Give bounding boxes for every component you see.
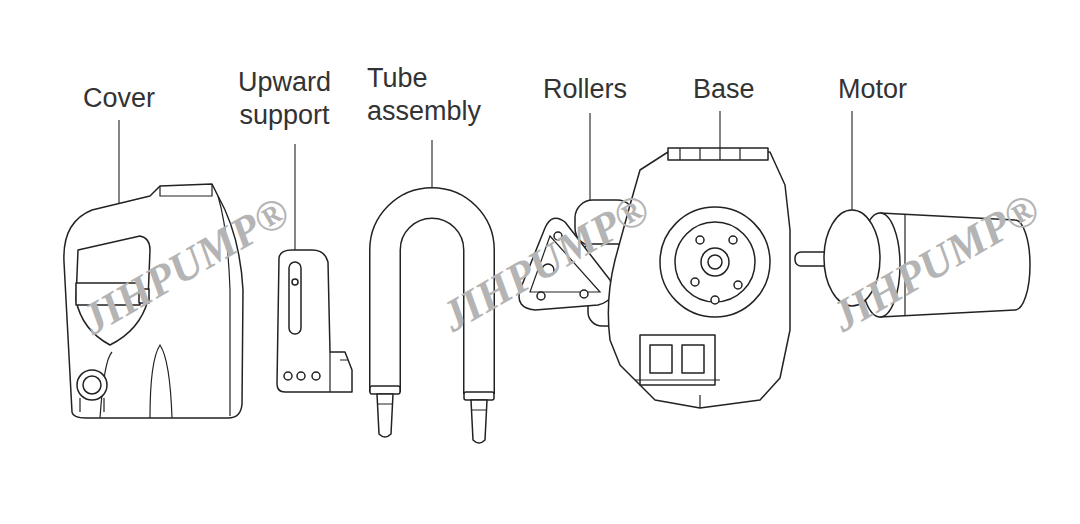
- base-drawing-part: [696, 236, 704, 244]
- base-drawing-part: [650, 345, 672, 373]
- tube-drawing-part: [377, 394, 393, 437]
- upward-support-drawing: [277, 250, 352, 392]
- cover-drawing-part: [83, 376, 101, 394]
- cover-drawing-part: [150, 345, 172, 418]
- base-drawing-part: [711, 296, 719, 304]
- part-label: Tube assembly: [367, 62, 502, 128]
- tube-drawing-part: [471, 400, 487, 443]
- rollers-drawing-part: [580, 290, 588, 298]
- cover-drawing-part: [80, 398, 104, 412]
- tube-drawing-part: [464, 392, 494, 400]
- leader-lines-part: [589, 113, 590, 212]
- base-drawing-part: [640, 335, 715, 385]
- upward-support-drawing-part: [289, 262, 301, 334]
- base-drawing-part: [660, 207, 770, 317]
- upward-support-drawing-part: [312, 372, 320, 380]
- part-label: Motor: [838, 73, 907, 106]
- base-drawing-part: [691, 278, 699, 286]
- tube-drawing-part: [377, 404, 487, 410]
- part-label: Cover: [83, 82, 155, 115]
- upward-support-drawing-part: [330, 352, 348, 392]
- base-drawing-part: [701, 248, 729, 276]
- cover-drawing-part: [77, 370, 107, 400]
- upward-support-drawing-part: [284, 372, 292, 380]
- base-drawing-part: [668, 148, 768, 160]
- part-label: Rollers: [543, 73, 627, 106]
- base-drawing-part: [635, 380, 720, 408]
- part-label: Upward support: [222, 66, 347, 132]
- tube-drawing-part: [370, 386, 400, 394]
- base-drawing-part: [682, 345, 704, 373]
- part-label: Base: [693, 73, 755, 106]
- leader-lines-part: [719, 111, 720, 152]
- base-drawing-part: [708, 255, 722, 269]
- base-drawing-part: [729, 236, 737, 244]
- upward-support-drawing-part: [292, 279, 298, 285]
- cover-drawing-part: [160, 184, 212, 196]
- upward-support-drawing-part: [277, 250, 352, 392]
- base-drawing-part: [680, 148, 740, 160]
- base-drawing-part: [734, 281, 742, 289]
- upward-support-drawing-part: [297, 372, 305, 380]
- base-drawing-part: [675, 222, 755, 302]
